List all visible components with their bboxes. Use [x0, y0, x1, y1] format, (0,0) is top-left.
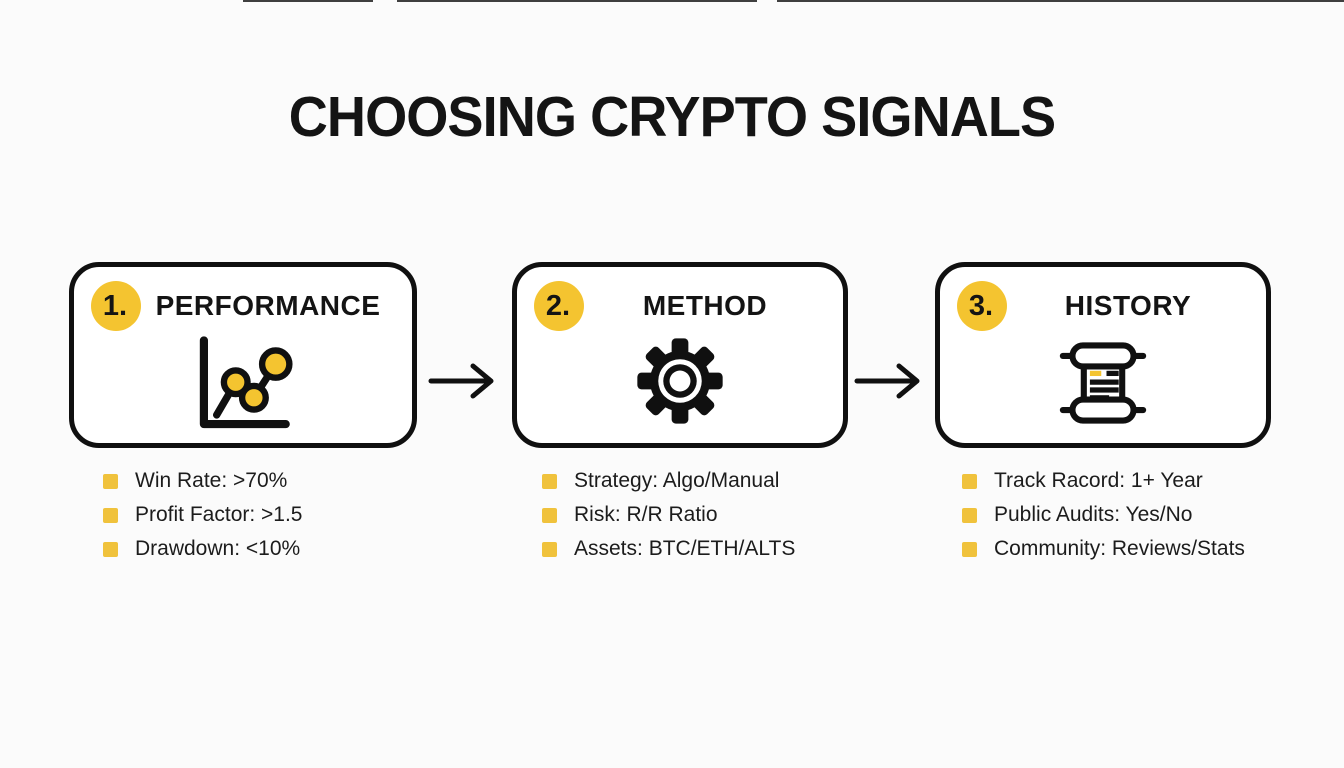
list-item: Community: Reviews/Stats [962, 532, 1245, 566]
bullet-square-icon [962, 507, 977, 523]
list-item-label: Assets: BTC/ETH/ALTS [574, 537, 796, 560]
step-box-history: 3. HISTORY [935, 262, 1271, 448]
list-item: Public Audits: Yes/No [962, 498, 1245, 532]
bullet-square-icon [103, 507, 118, 523]
performance-criteria-list: Win Rate: >70% Profit Factor: >1.5 Drawd… [103, 464, 303, 566]
list-item: Risk: R/R Ratio [542, 498, 795, 532]
arrow-right-icon [851, 359, 927, 408]
bullet-square-icon [962, 473, 977, 489]
step-box-performance: 1. PERFORMANCE [69, 262, 417, 448]
bullet-square-icon [103, 541, 118, 557]
history-criteria-list: Track Racord: 1+ Year Public Audits: Yes… [962, 464, 1245, 566]
scroll-icon [940, 335, 1266, 431]
list-item-label: Risk: R/R Ratio [574, 503, 718, 526]
step-title: PERFORMANCE [155, 290, 381, 321]
step-title: HISTORY [1064, 290, 1192, 321]
page-title: CHOOSING CRYPTO SIGNALS [288, 85, 1056, 149]
step-number-badge: 2. [534, 281, 584, 331]
list-item-label: Drawdown: <10% [135, 537, 301, 560]
bullet-square-icon [962, 541, 977, 557]
bullet-square-icon [103, 473, 118, 489]
gear-icon [517, 335, 843, 427]
list-item-label: Community: Reviews/Stats [994, 537, 1245, 560]
list-item: Assets: BTC/ETH/ALTS [542, 532, 795, 566]
step-number-badge: 1. [91, 281, 141, 331]
list-item-label: Strategy: Algo/Manual [574, 469, 780, 492]
top-edge-artifact [397, 0, 757, 2]
arrow-right-icon [425, 359, 501, 408]
list-item: Strategy: Algo/Manual [542, 464, 795, 498]
list-item: Win Rate: >70% [103, 464, 303, 498]
step-number-badge: 3. [957, 281, 1007, 331]
list-item-label: Profit Factor: >1.5 [135, 503, 303, 526]
line-chart-icon [74, 335, 412, 435]
bullet-square-icon [542, 473, 557, 489]
bullet-square-icon [542, 507, 557, 523]
list-item: Track Racord: 1+ Year [962, 464, 1245, 498]
step-box-method: 2. METHOD [512, 262, 848, 448]
top-edge-artifact [243, 0, 373, 2]
method-criteria-list: Strategy: Algo/Manual Risk: R/R Ratio As… [542, 464, 795, 566]
step-title: METHOD [642, 290, 768, 321]
list-item-label: Public Audits: Yes/No [994, 503, 1193, 526]
top-edge-artifact [777, 0, 1344, 2]
list-item-label: Track Racord: 1+ Year [994, 469, 1203, 492]
bullet-square-icon [542, 541, 557, 557]
list-item: Profit Factor: >1.5 [103, 498, 303, 532]
list-item: Drawdown: <10% [103, 532, 303, 566]
list-item-label: Win Rate: >70% [135, 469, 288, 492]
